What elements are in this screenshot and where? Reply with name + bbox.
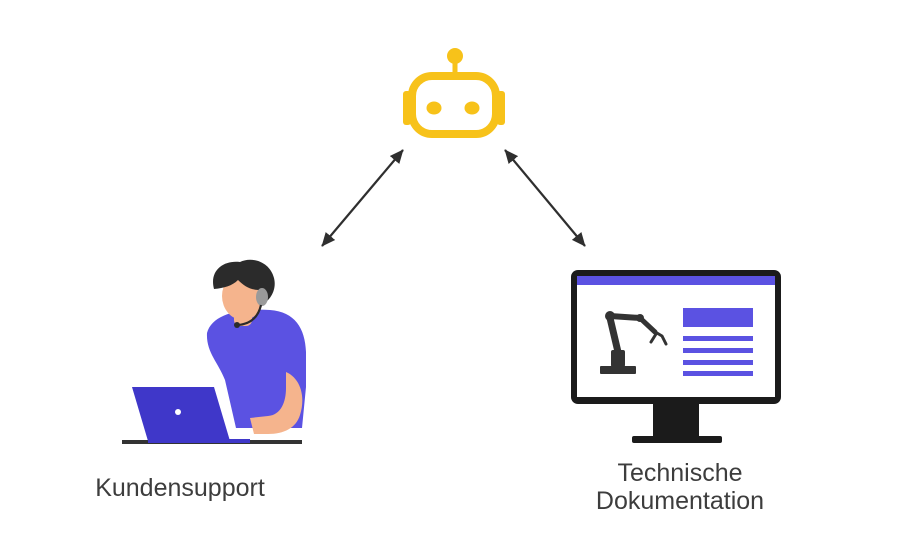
robot-icon [403, 48, 505, 138]
label-kundensupport-text: Kundensupport [95, 474, 265, 502]
arrow-robot-dokumentation [504, 149, 586, 247]
label-kundensupport: Kundensupport [90, 474, 270, 502]
label-line-2: Dokumentation [595, 487, 765, 515]
monitor-robot-arm-document-icon [571, 270, 781, 443]
label-line-1: Technische [617, 459, 743, 487]
support-agent-icon [122, 259, 306, 444]
label-technische-dokumentation: Technische Dokumentation [565, 459, 795, 515]
arrow-robot-kundensupport [321, 149, 404, 247]
